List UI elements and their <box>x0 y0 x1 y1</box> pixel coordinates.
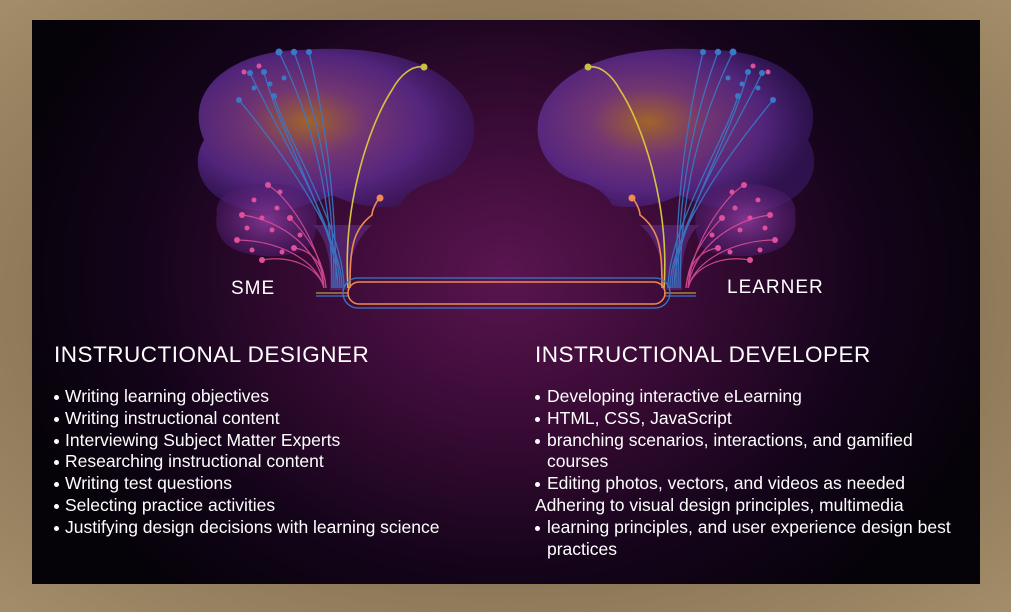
illustration-panel: SME LEARNER INSTRUCTIONAL DESIGNER Writi… <box>32 20 980 584</box>
designer-column: INSTRUCTIONAL DESIGNER Writing learning … <box>54 342 474 539</box>
developer-heading: INSTRUCTIONAL DEVELOPER <box>535 342 871 367</box>
designer-list-item: Writing test questions <box>54 473 474 495</box>
developer-list-item: branching scenarios, interactions, and g… <box>535 430 975 474</box>
designer-list-item: Writing learning objectives <box>54 386 474 408</box>
developer-list-item: Developing interactive eLearning <box>535 386 975 408</box>
brains-illustration <box>197 48 815 309</box>
designer-list-item: Interviewing Subject Matter Experts <box>54 430 474 452</box>
designer-heading: INSTRUCTIONAL DESIGNER <box>54 342 370 367</box>
developer-column: INSTRUCTIONAL DEVELOPER Developing inter… <box>535 342 975 560</box>
learner-label: LEARNER <box>727 277 824 298</box>
developer-list-item: HTML, CSS, JavaScript <box>535 408 975 430</box>
left-brain <box>197 48 475 290</box>
designer-list-item: Writing instructional content <box>54 408 474 430</box>
developer-list-item: learning principles, and user experience… <box>535 517 975 561</box>
designer-list-item: Researching instructional content <box>54 451 474 473</box>
designer-list-item: Justifying design decisions with learnin… <box>54 517 474 539</box>
right-brain <box>537 48 815 290</box>
developer-list-item: Adhering to visual design principles, mu… <box>535 494 904 515</box>
developer-list-item: Editing photos, vectors, and videos as n… <box>535 473 975 495</box>
connecting-tube <box>316 277 696 309</box>
designer-list-item: Selecting practice activities <box>54 495 474 517</box>
sme-label: SME <box>231 278 276 299</box>
